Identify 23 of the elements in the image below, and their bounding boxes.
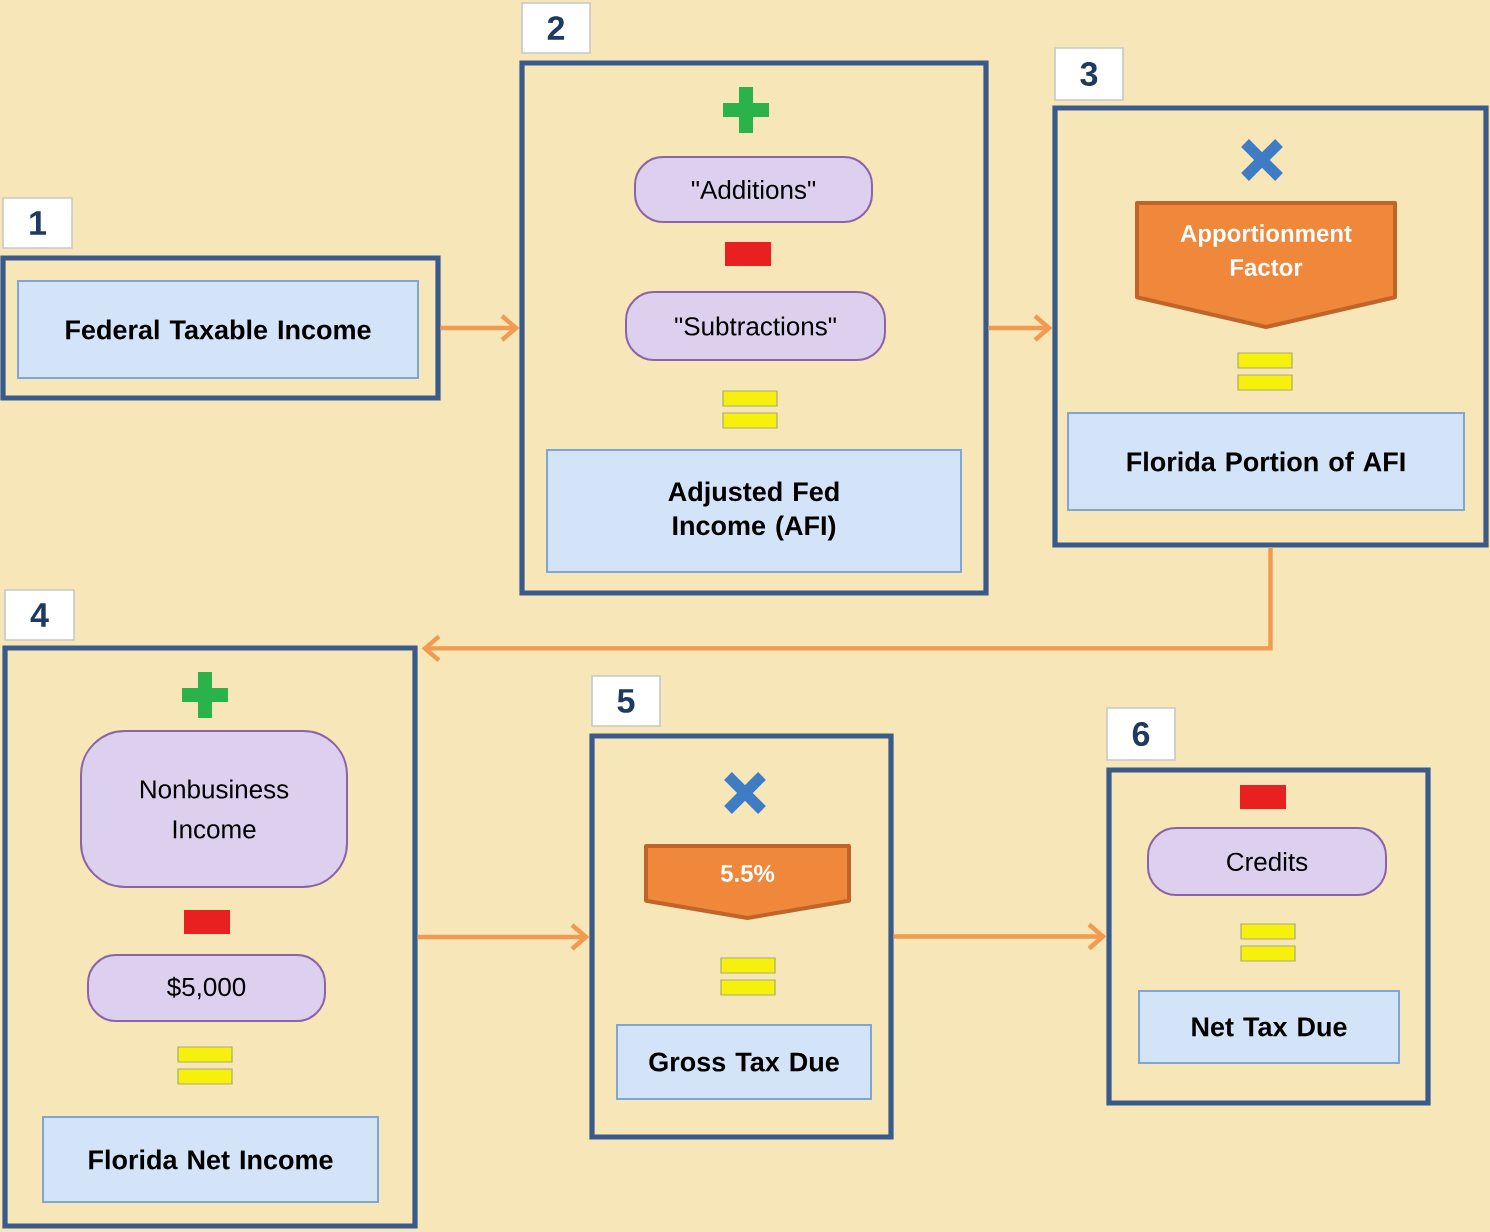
step-number: 4 bbox=[4, 589, 75, 641]
step-number: 2 bbox=[521, 2, 591, 54]
step-number: 6 bbox=[1106, 707, 1176, 761]
result-box: Gross Tax Due bbox=[616, 1024, 872, 1100]
step-number: 1 bbox=[2, 197, 73, 249]
result-box: Net Tax Due bbox=[1138, 990, 1400, 1064]
arrow bbox=[417, 923, 590, 951]
result-box: Florida Net Income bbox=[42, 1116, 379, 1203]
rounded-term: "Subtractions" bbox=[625, 291, 886, 361]
step-number: 3 bbox=[1054, 47, 1124, 101]
arrow bbox=[421, 547, 1273, 663]
factor-banner: 5.5% bbox=[644, 844, 851, 920]
arrow bbox=[988, 314, 1053, 342]
arrow bbox=[440, 314, 520, 342]
result-box: Adjusted Fed Income (AFI) bbox=[546, 449, 962, 573]
step-number: 5 bbox=[591, 675, 661, 727]
arrow bbox=[893, 922, 1107, 951]
rounded-term: Credits bbox=[1147, 827, 1387, 896]
rounded-term: "Additions" bbox=[634, 156, 873, 223]
result-box: Federal Taxable Income bbox=[17, 280, 419, 379]
rounded-term: $5,000 bbox=[87, 954, 326, 1022]
result-box: Florida Portion of AFI bbox=[1067, 412, 1465, 511]
rounded-term: Nonbusiness Income bbox=[80, 730, 348, 888]
